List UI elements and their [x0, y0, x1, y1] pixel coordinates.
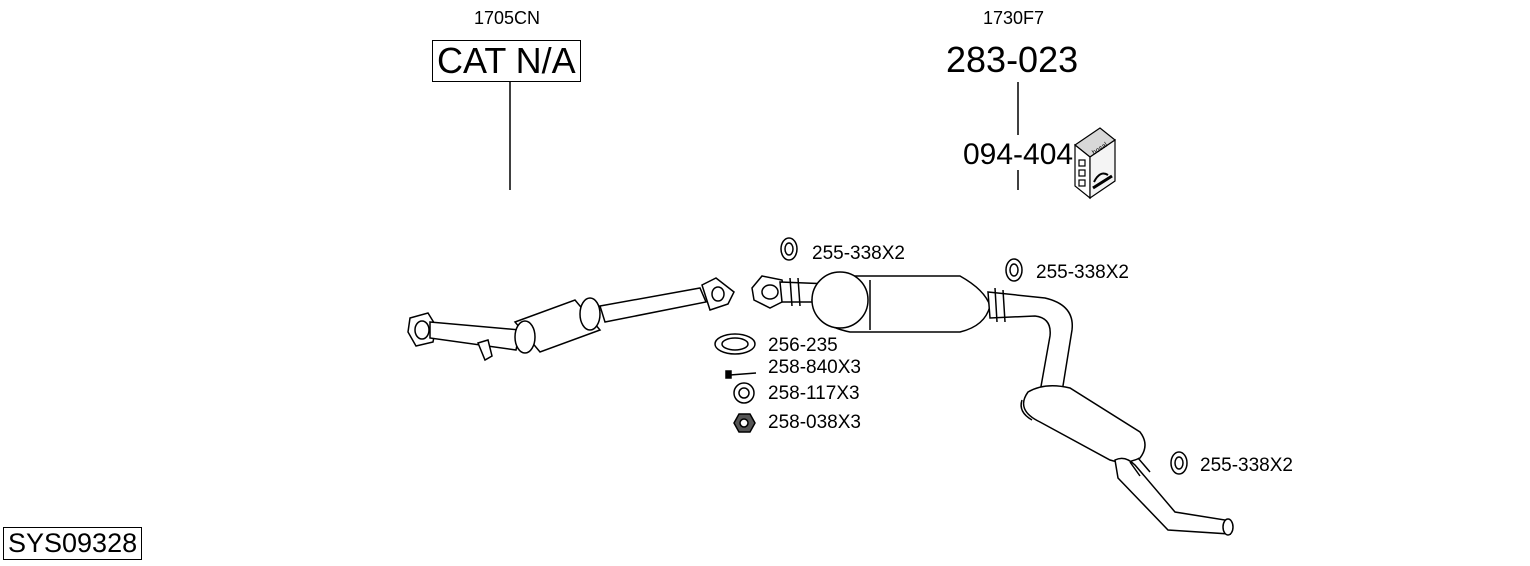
system-id: SYS09328 [3, 527, 143, 560]
middle-silencer [751, 271, 1073, 393]
kit-box-icon [1073, 127, 1117, 200]
gasket-part-label: 255-338X2 [1200, 455, 1293, 476]
nut-icon [733, 413, 756, 433]
gasket-part-label: 255-338X2 [812, 243, 905, 264]
flange-gasket-label: 256-235 [768, 335, 838, 356]
gasket-part-label: 255-338X2 [1036, 262, 1129, 283]
bolt-label: 258-840X3 [768, 357, 861, 378]
bolt-icon [725, 370, 757, 379]
gasket-ring-icon [780, 237, 798, 261]
cat-na-label: CAT N/A [432, 40, 581, 82]
right-header-code: 1730F7 [983, 8, 1045, 28]
kit-part-number: 094-404 [963, 138, 1074, 171]
flange-gasket-icon [714, 333, 756, 355]
left-header-code: 1705CN [474, 8, 541, 28]
main-part-number: 283-023 [946, 39, 1079, 80]
front-pipe-catalyst [407, 277, 735, 362]
gasket-ring-icon [1005, 258, 1023, 282]
washer-icon [733, 382, 755, 404]
gasket-ring-icon [1170, 451, 1188, 475]
nut-label: 258-038X3 [768, 412, 861, 433]
washer-label: 258-117X3 [768, 383, 860, 404]
rear-silencer [1020, 385, 1234, 536]
